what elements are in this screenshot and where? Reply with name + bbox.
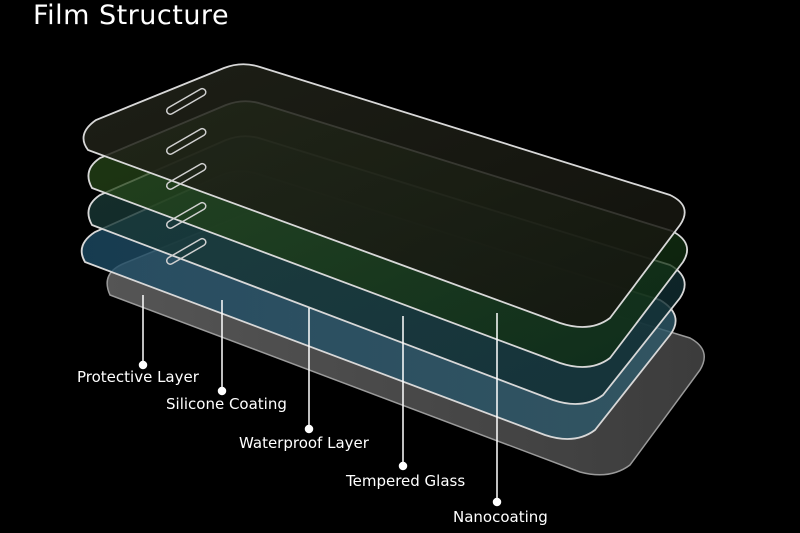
label-nanocoating: Nanocoating [453,508,548,526]
leader-lines [138,295,502,507]
diagram-title: Film Structure [33,0,230,31]
label-protective-layer: Protective Layer [77,368,199,386]
label-silicone-coating: Silicone Coating [166,395,287,413]
label-waterproof-layer: Waterproof Layer [239,434,369,452]
layer-protective [82,63,686,328]
label-tempered-glass: Tempered Glass [346,472,466,490]
speaker-slots [165,87,207,265]
